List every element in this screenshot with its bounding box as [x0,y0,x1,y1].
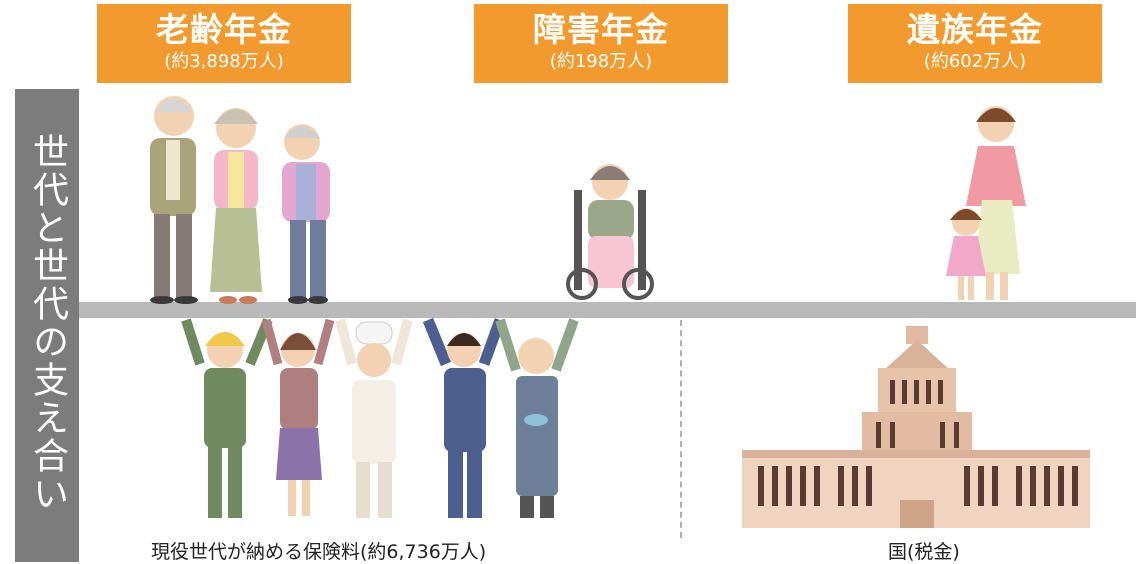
elderly-man-illustration [150,96,198,304]
header-title: 老齢年金 [156,10,292,49]
side-label-bar: 世代と世代の支え合い [15,89,79,562]
header-count: (約198万人) [549,51,653,72]
diet-building-illustration [742,326,1090,528]
mother-illustration [966,106,1026,300]
header-survivors-pension: 遺族年金 (約602万人) [848,4,1102,83]
header-title: 障害年金 [533,10,669,49]
caption-workers: 現役世代が納める保険料(約6,736万人) [151,541,487,563]
divider-line [680,320,682,538]
elderly-woman-illustration [210,108,262,304]
worker-woman-illustration [261,318,335,516]
wheelchair-user-illustration [566,164,654,300]
support-shelf [79,302,1136,318]
header-title: 遺族年金 [907,10,1043,49]
worker-fishmonger-illustration [495,318,579,518]
header-old-age-pension: 老齢年金 (約3,898万人) [97,4,351,83]
child-illustration [946,208,986,300]
side-label: 世代と世代の支え合い [27,133,68,513]
caption-government: 国(税金) [888,541,960,563]
elderly-man-2-illustration [282,124,330,304]
header-disability-pension: 障害年金 (約198万人) [474,4,728,83]
worker-businessman-illustration [422,317,506,518]
worker-construction-illustration [181,318,273,518]
header-count: (約3,898万人) [164,51,284,72]
header-count: (約602万人) [923,51,1027,72]
worker-chef-illustration [335,318,413,518]
